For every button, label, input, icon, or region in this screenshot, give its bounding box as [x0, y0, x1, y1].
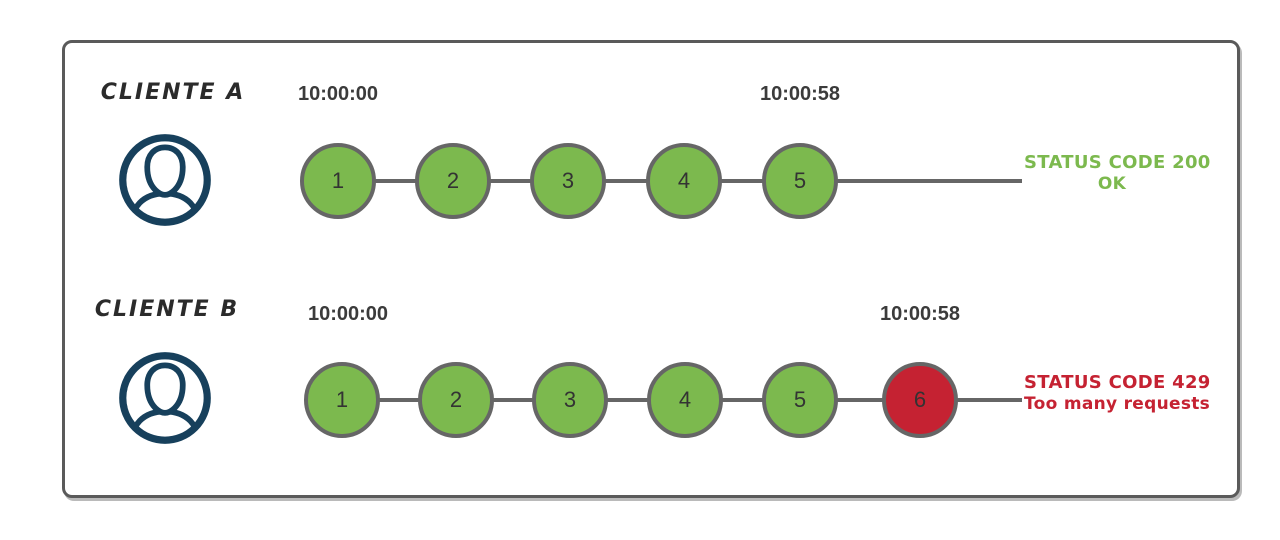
request-number: 2 [449, 387, 463, 412]
client-a-avatar-icon [117, 132, 213, 228]
request-number: 5 [793, 387, 807, 412]
row-b-request-3-circle: 3 [532, 362, 608, 438]
request-number: 6 [913, 387, 927, 412]
row-a-start-timestamp: 10:00:00 [297, 83, 379, 105]
row-a-request-2-circle: 2 [415, 143, 491, 219]
client-a-label: CLIENTE A [100, 80, 246, 105]
row-b-start-timestamp: 10:00:00 [307, 303, 389, 325]
row-b-request-1-circle: 1 [304, 362, 380, 438]
row-b-end-timestamp: 10:00:58 [879, 303, 961, 325]
request-number: 4 [677, 168, 691, 193]
status-message-line: Too many requests [1024, 394, 1211, 415]
status-code-line: STATUS CODE 200 [1024, 152, 1211, 173]
row-a-status-text: STATUS CODE 200 OK [1024, 151, 1211, 196]
client-b-label: CLIENTE B [94, 297, 240, 322]
diagram-frame [62, 40, 1240, 498]
request-number: 2 [446, 168, 460, 193]
row-b-request-4-circle: 4 [647, 362, 723, 438]
row-a-request-4-circle: 4 [646, 143, 722, 219]
row-a-end-timestamp: 10:00:58 [759, 83, 841, 105]
row-a-request-1-circle: 1 [300, 143, 376, 219]
request-number: 1 [335, 387, 349, 412]
request-number: 4 [678, 387, 692, 412]
row-b-request-5-circle: 5 [762, 362, 838, 438]
request-number: 3 [563, 387, 577, 412]
status-message-line: OK [1097, 174, 1127, 195]
status-code-line: STATUS CODE 429 [1024, 372, 1211, 393]
request-number: 1 [331, 168, 345, 193]
row-b-status-text: STATUS CODE 429 Too many requests [1024, 371, 1211, 416]
row-b-request-2-circle: 2 [418, 362, 494, 438]
request-number: 5 [793, 168, 807, 193]
row-b-request-6-circle: 6 [882, 362, 958, 438]
row-a-request-3-circle: 3 [530, 143, 606, 219]
row-a-request-5-circle: 5 [762, 143, 838, 219]
request-number: 3 [561, 168, 575, 193]
client-b-avatar-icon [117, 350, 213, 446]
